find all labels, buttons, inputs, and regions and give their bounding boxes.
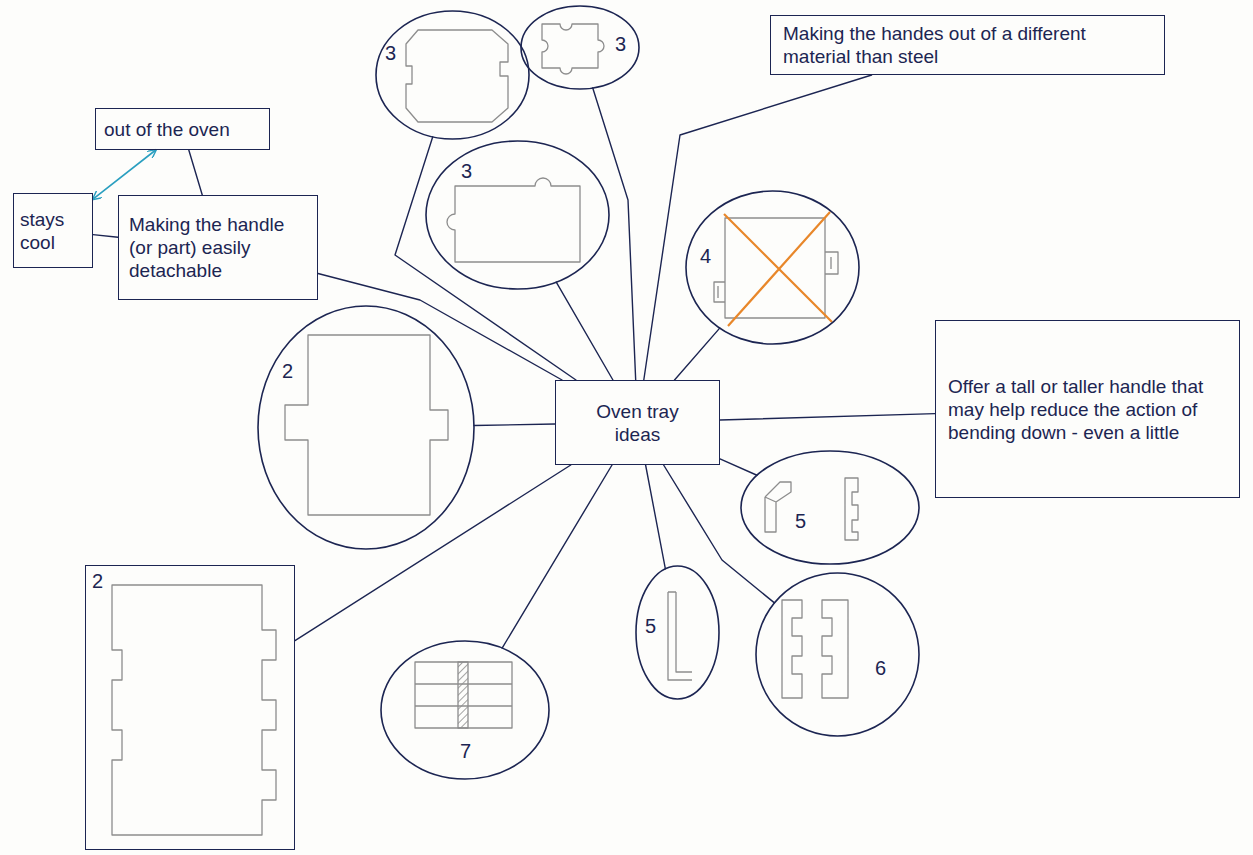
sketch-number: 5 — [645, 615, 656, 637]
circle-outline — [521, 6, 639, 89]
connector-line — [395, 137, 576, 380]
sketch-circle: 7 — [380, 640, 550, 780]
rejection-cross — [724, 212, 832, 326]
idea-text: stays cool — [20, 208, 86, 254]
sketch-number: 3 — [615, 33, 626, 55]
sketch-number: 7 — [460, 740, 471, 762]
idea-text: Offer a tall or taller handle that may h… — [948, 375, 1227, 444]
sketch-number: 6 — [875, 657, 886, 679]
handle-sketch — [714, 282, 725, 302]
connector-line — [646, 465, 666, 569]
handle-sketch — [825, 252, 838, 274]
sketch-number: 3 — [385, 42, 396, 64]
connector-line — [502, 465, 612, 648]
handle-sketch — [765, 482, 791, 532]
idea-text: out of the oven — [104, 118, 261, 141]
sketch-number: 5 — [795, 510, 806, 532]
sketch-number: 4 — [700, 245, 711, 267]
connector-line — [474, 424, 555, 425]
connector-line — [644, 75, 872, 380]
circle-outline — [426, 141, 609, 289]
note-box: stays cool — [13, 193, 93, 268]
sketch-number: 2 — [282, 360, 293, 382]
tray-sketch — [415, 662, 512, 728]
oval-outline — [636, 566, 719, 699]
connector-line — [295, 465, 571, 641]
hatched-divider — [458, 662, 468, 728]
idea-box: Making the handes out of a different mat… — [770, 15, 1165, 75]
outline-svg — [740, 450, 920, 565]
sketch-circle: 3 — [425, 140, 610, 290]
outline-svg — [257, 305, 475, 550]
handle-sketch — [845, 478, 858, 540]
idea-text: Oven tray ideas — [586, 400, 689, 446]
circle-outline — [376, 11, 529, 139]
circle-outline — [258, 306, 474, 549]
sketch-circle: 4 — [685, 190, 860, 345]
circle-outline — [381, 641, 549, 779]
outline-svg — [375, 10, 530, 140]
sketch-circle: 3 — [520, 5, 640, 90]
central-topic-box: Oven tray ideas — [555, 380, 720, 465]
tray-sketch — [285, 335, 448, 515]
outline-svg — [685, 190, 860, 345]
handle-sketch — [822, 600, 848, 698]
sketch-number: 3 — [461, 160, 472, 182]
handle-sketch — [668, 592, 692, 680]
circle-outline — [756, 573, 919, 736]
handle-sketch — [782, 600, 802, 698]
connector-line — [93, 235, 118, 238]
puzzle-tray-sketch — [447, 178, 580, 262]
connector-line — [675, 328, 720, 380]
puzzle-tray-sketch — [542, 24, 604, 74]
connector-line — [556, 282, 613, 380]
connector-line — [664, 465, 775, 603]
connector-line — [720, 459, 757, 475]
connector-line — [93, 150, 156, 199]
sketch-oval: 5 — [635, 565, 720, 700]
tray-sketch — [406, 30, 508, 122]
connector-line — [720, 414, 935, 420]
sketch-number: 2 — [92, 570, 103, 592]
sketch-circle: 3 — [375, 10, 530, 140]
sketch-frame: 2 — [85, 565, 295, 850]
sketch-circle: 5 — [740, 450, 920, 565]
sketch-circle: 6 — [755, 572, 920, 737]
connector-line — [593, 88, 636, 380]
circle-outline — [686, 191, 859, 344]
idea-text: Making the handle (or part) easily detac… — [129, 213, 307, 282]
sketch-circle: 2 — [257, 305, 475, 550]
idea-text: Making the handes out of a different mat… — [783, 22, 1152, 68]
note-box: out of the oven — [95, 108, 270, 150]
idea-box: Making the handle (or part) easily detac… — [118, 195, 318, 300]
idea-box: Offer a tall or taller handle that may h… — [935, 320, 1240, 498]
circle-outline — [741, 451, 919, 564]
connector-line — [189, 150, 202, 195]
tray-sketch — [112, 585, 276, 835]
outline-svg — [425, 140, 610, 290]
outline-svg — [755, 572, 920, 737]
